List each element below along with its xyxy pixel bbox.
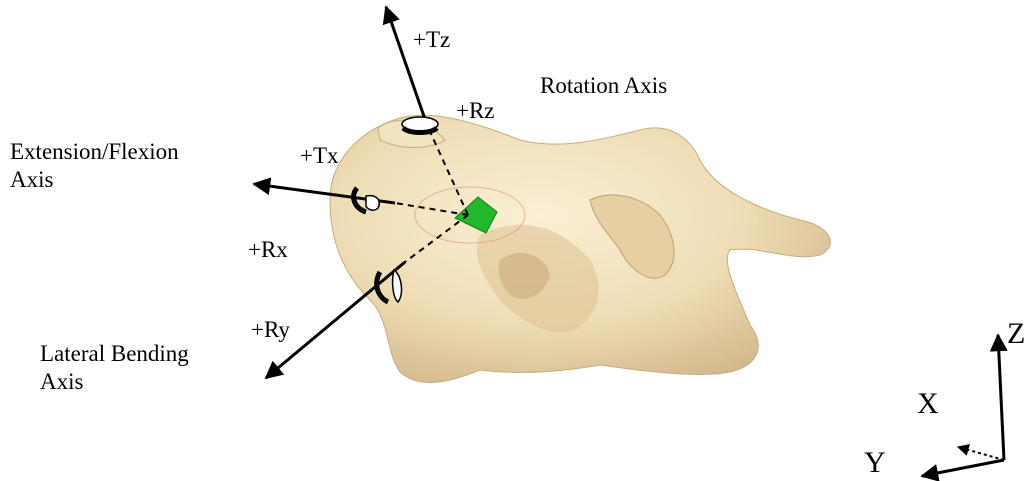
rz-rotation-arrow-icon — [402, 117, 438, 133]
ry-label: +Ry — [251, 316, 290, 344]
vertebra-bone — [330, 115, 830, 382]
rz-label: +Rz — [456, 97, 495, 125]
ext-flex-axis-label: Extension/Flexion Axis — [10, 138, 179, 193]
vertebral-body — [330, 115, 830, 382]
global-z-label: Z — [1007, 316, 1025, 352]
rx-label: +Rx — [248, 236, 288, 264]
lat-bend-axis-label: Lateral Bending Axis — [40, 340, 189, 395]
global-y-label: Y — [864, 445, 886, 481]
tx-label: +Tx — [300, 142, 339, 170]
global-x-arrow — [958, 447, 1004, 460]
global-x-label: X — [917, 386, 939, 422]
rotation-axis-label: Rotation Axis — [540, 72, 667, 100]
global-z-arrow — [998, 335, 1004, 460]
global-y-arrow — [922, 460, 1004, 476]
tz-label: +Tz — [413, 26, 450, 54]
axis-tz-solid — [386, 7, 427, 125]
